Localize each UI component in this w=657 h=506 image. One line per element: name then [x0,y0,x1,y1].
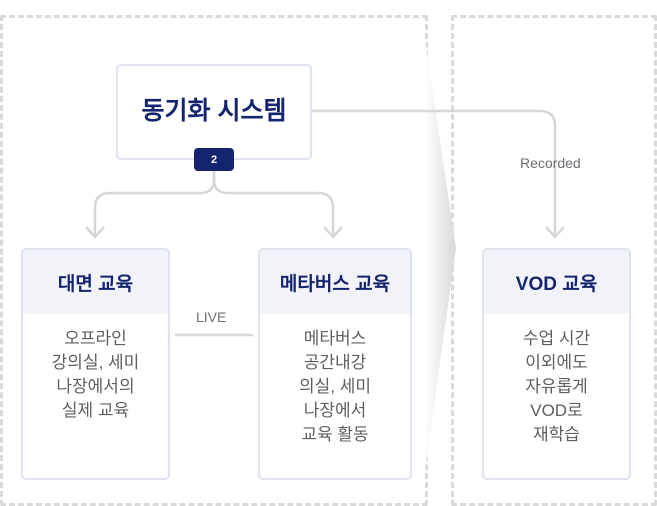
connector-to-offline [93,171,216,236]
card-line: 나장에서 [303,401,367,420]
live-label: LIVE [196,309,227,325]
card-line: 실제 교육 [61,401,130,420]
vod-education-card: VOD 교육 수업 시간 이외에도 자유롭게 VOD로 재학습 [482,248,631,480]
offline-education-card: 대면 교육 오프라인 강의실, 세미 나장에서의 실제 교육 [21,248,170,480]
card-line: 강의실, 세미 [51,353,140,372]
card-body: 수업 시간 이외에도 자유롭게 VOD로 재학습 [484,314,629,447]
arrow-offline [85,226,105,239]
arrow-metaverse [323,226,343,239]
card-title: 대면 교육 [23,250,168,314]
card-title: 메타버스 교육 [260,250,410,314]
sync-system-title: 동기화 시스템 [141,97,287,125]
card-line: 교육 활동 [301,425,369,444]
card-line: 메타버스 [303,329,367,348]
card-body: 오프라인 강의실, 세미 나장에서의 실제 교육 [23,314,168,423]
flow-chevron [425,40,456,470]
metaverse-education-card: 메타버스 교육 메타버스 공간내강 의실, 세미 나장에서 교육 활동 [258,248,412,480]
connector-recorded [311,109,557,236]
card-line: 나장에서의 [56,377,135,396]
child-count-badge: 2 [194,148,234,171]
connector-to-metaverse [212,171,335,236]
card-line: 수업 시간 [522,329,591,348]
card-line: VOD로 [530,401,583,420]
card-line: 자유롭게 [525,377,588,396]
card-line: 재학습 [533,425,580,444]
card-body: 메타버스 공간내강 의실, 세미 나장에서 교육 활동 [260,314,410,447]
card-title: VOD 교육 [484,250,629,314]
card-line: 공간내강 [303,353,367,372]
recorded-label: Recorded [520,155,581,171]
card-line: 이외에도 [525,353,588,372]
sync-system-node: 동기화 시스템 [116,64,312,160]
card-line: 의실, 세미 [298,377,371,396]
arrow-vod [545,226,565,239]
card-line: 오프라인 [64,329,127,348]
